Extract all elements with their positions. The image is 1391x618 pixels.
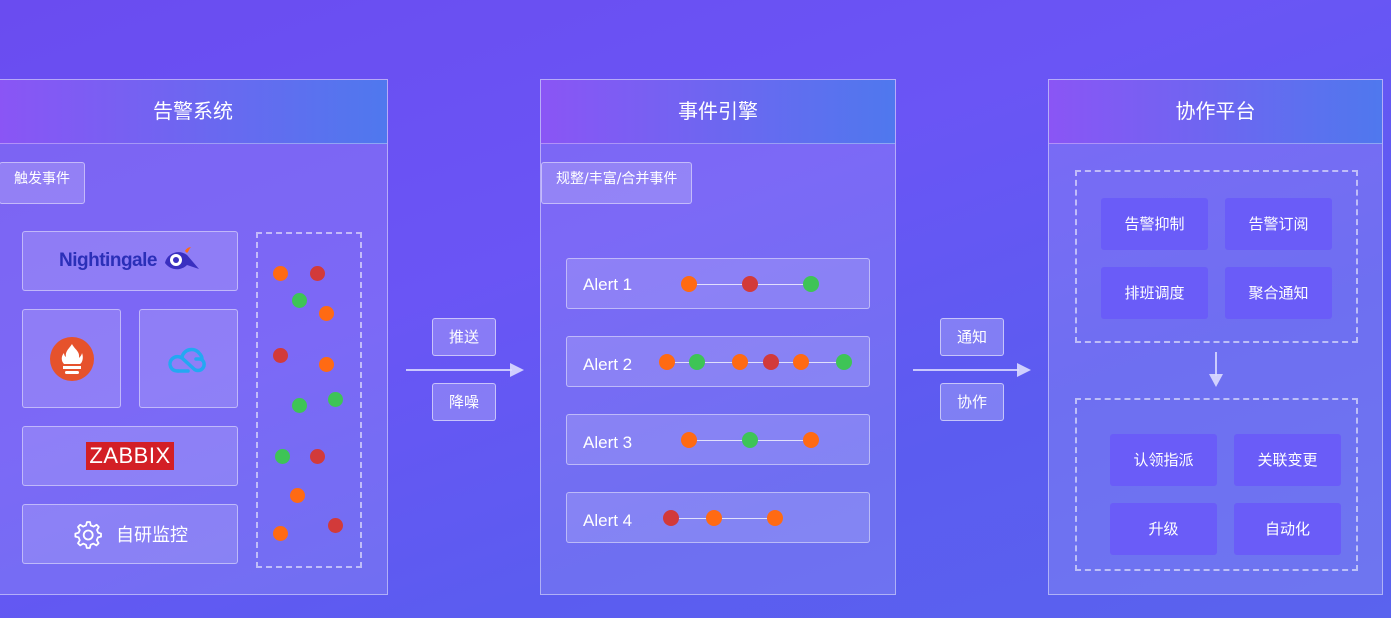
collaborate-label: 协作 [940, 383, 1004, 421]
tencent-cloud-icon [167, 347, 206, 373]
alert-label: Alert 1 [583, 275, 633, 294]
bottom-features-box: 认领指派 关联变更 升级 自动化 [1075, 398, 1358, 571]
alert-event-dot [767, 510, 783, 526]
alert-event-dot [663, 510, 679, 526]
alert-event-dot [681, 276, 697, 292]
event-engine-title: 事件引擎 [541, 80, 895, 144]
zabbix-logo: ZABBIX [86, 442, 174, 470]
alert-row[interactable]: Alert 3 [566, 414, 870, 465]
event-dot [290, 488, 305, 503]
collab-platform-panel: 协作平台 告警抑制 告警订阅 排班调度 聚合通知 认领指派 关联变更 升级 自动… [1048, 79, 1383, 595]
nightingale-logo-text: Nightingale [59, 250, 157, 271]
alert-label: Alert 3 [583, 433, 633, 452]
normalize-enrich-merge-tag: 规整/丰富/合并事件 [541, 162, 693, 204]
arrow-right-icon [406, 369, 512, 371]
alert-timeline [671, 518, 775, 519]
alert-label: Alert 4 [583, 511, 633, 530]
event-dots-box [256, 232, 362, 568]
automation-button[interactable]: 自动化 [1234, 503, 1341, 555]
event-engine-panel: 事件引擎 规整/丰富/合并事件 Alert 1 Alert 2 Alert 3 … [540, 79, 896, 595]
alert-event-dot [793, 354, 809, 370]
arrowhead-right [1017, 363, 1031, 377]
arrow-down-icon [1215, 352, 1217, 376]
aggregate-notify-button[interactable]: 聚合通知 [1225, 267, 1332, 319]
denoise-label: 降噪 [432, 383, 496, 421]
collab-platform-title: 协作平台 [1049, 80, 1382, 144]
nightingale-bird-icon [164, 247, 199, 270]
alert-row[interactable]: Alert 4 [566, 492, 870, 543]
alert-event-dot [732, 354, 748, 370]
alert-event-dot [689, 354, 705, 370]
alert-event-dot [742, 276, 758, 292]
event-dot [319, 306, 334, 321]
prometheus-icon [49, 336, 94, 381]
alert-event-dot [742, 432, 758, 448]
self-monitor-label: 自研监控 [116, 525, 188, 546]
self-monitor-card[interactable]: 自研监控 [22, 504, 238, 564]
nightingale-card[interactable]: Nightingale [22, 231, 238, 291]
event-dot [292, 293, 307, 308]
alert-subscribe-button[interactable]: 告警订阅 [1225, 198, 1332, 250]
alert-suppress-button[interactable]: 告警抑制 [1101, 198, 1208, 250]
event-dot [273, 526, 288, 541]
top-features-box: 告警抑制 告警订阅 排班调度 聚合通知 [1075, 170, 1358, 343]
alert-event-dot [706, 510, 722, 526]
event-dot [310, 449, 325, 464]
alert-row[interactable]: Alert 2 [566, 336, 870, 387]
alert-event-dot [803, 276, 819, 292]
event-dot [328, 518, 343, 533]
zabbix-card[interactable]: ZABBIX [22, 426, 238, 486]
event-dot [275, 449, 290, 464]
alert-event-dot [836, 354, 852, 370]
alert-event-dot [681, 432, 697, 448]
event-dot [273, 348, 288, 363]
claim-assign-button[interactable]: 认领指派 [1110, 434, 1217, 486]
arrowhead-right [510, 363, 524, 377]
event-dot [273, 266, 288, 281]
tencent-cloud-card[interactable] [139, 309, 238, 408]
event-dot [328, 392, 343, 407]
alert-timeline [667, 362, 844, 363]
event-dot [319, 357, 334, 372]
alert-label: Alert 2 [583, 355, 633, 374]
arrow-right-icon [913, 369, 1019, 371]
alert-event-dot [763, 354, 779, 370]
trigger-event-tag: 触发事件 [0, 162, 85, 204]
push-label: 推送 [432, 318, 496, 356]
alert-system-panel: 告警系统 触发事件 Nightingale ZABBIX [0, 79, 388, 595]
alert-system-title: 告警系统 [0, 80, 387, 144]
arrowhead-down [1209, 374, 1223, 387]
alert-event-dot [659, 354, 675, 370]
related-changes-button[interactable]: 关联变更 [1234, 434, 1341, 486]
event-dot [310, 266, 325, 281]
event-dot [292, 398, 307, 413]
notify-label: 通知 [940, 318, 1004, 356]
gear-icon [74, 521, 102, 549]
alert-row[interactable]: Alert 1 [566, 258, 870, 309]
escalate-button[interactable]: 升级 [1110, 503, 1217, 555]
alert-event-dot [803, 432, 819, 448]
prometheus-card[interactable] [22, 309, 121, 408]
schedule-button[interactable]: 排班调度 [1101, 267, 1208, 319]
